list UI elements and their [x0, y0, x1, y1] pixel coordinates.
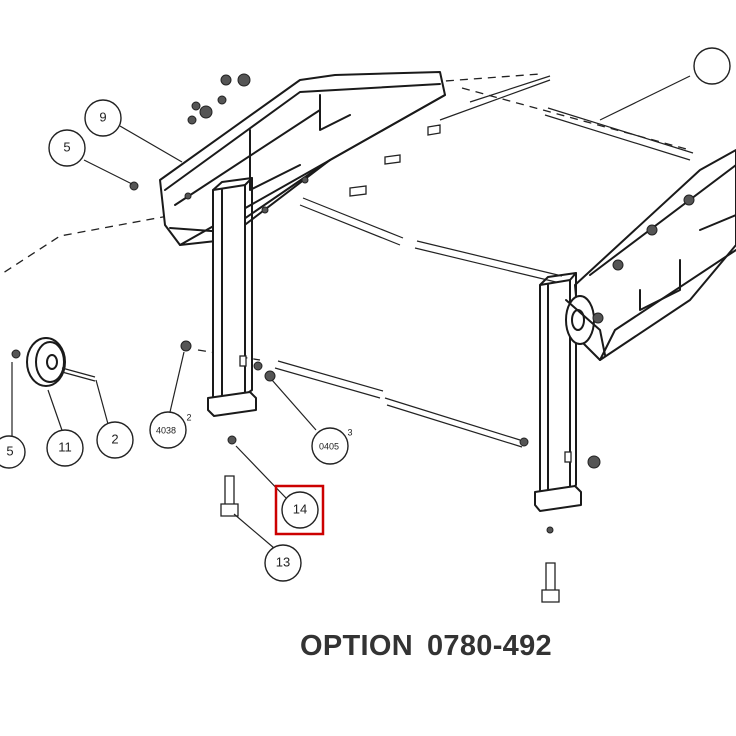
callout-5-top: 5 — [48, 129, 86, 167]
callout-5-left-label: 5 — [6, 443, 13, 458]
left-leg — [207, 177, 257, 417]
callout-2-label: 2 — [111, 431, 118, 446]
callout-4038-label: 4038 — [156, 425, 176, 435]
callout-0405-suffix: 3 — [347, 427, 352, 437]
conveyor-frame-left-channel — [159, 71, 446, 246]
callout-2: 2 — [96, 421, 134, 459]
leader-lines — [11, 75, 691, 549]
callout-9-label: 9 — [99, 109, 106, 124]
frame-fasteners — [129, 73, 695, 534]
idler-wheel — [11, 337, 96, 387]
callout-14-highlight-box — [274, 484, 325, 536]
callout-4038: 4038 2 — [149, 411, 192, 449]
cross-rods — [274, 79, 694, 448]
callout-9: 9 — [84, 99, 122, 137]
callout-13: 13 — [264, 544, 302, 582]
callout-4038-suffix: 2 — [186, 412, 191, 422]
callout-14-label: 14 — [293, 501, 307, 516]
option-label: OPTION 0780-492 — [300, 630, 600, 670]
callout-top-right-partial — [693, 47, 731, 85]
pulley-assembly — [565, 295, 606, 356]
callout-0405-label: 0405 — [319, 441, 339, 451]
option-code: 0780-492 — [426, 630, 552, 662]
callout-11-label: 11 — [58, 439, 72, 454]
bolts — [220, 124, 560, 603]
callout-5-left: 5 — [0, 435, 26, 469]
right-leg — [534, 272, 582, 512]
callout-13-label: 13 — [276, 554, 290, 569]
option-word: OPTION — [300, 630, 413, 662]
callout-11: 11 — [46, 429, 84, 467]
callout-5-top-label: 5 — [63, 139, 70, 154]
callout-14: 14 — [274, 484, 325, 536]
callout-0405: 0405 3 — [311, 427, 353, 465]
